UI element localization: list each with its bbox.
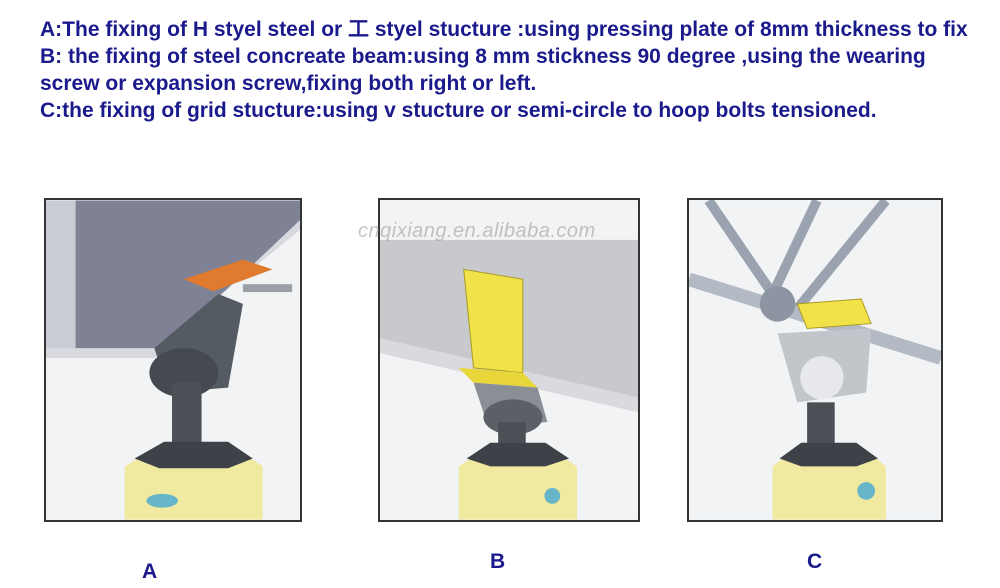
illustration-label-a: A: [142, 560, 158, 583]
illustration-b: [378, 198, 640, 522]
watermark: cnqixiang.en.alibaba.com: [358, 220, 596, 242]
description-line-c: C:the fixing of grid stucture:using v st…: [40, 99, 877, 122]
illustration-c: [687, 198, 943, 522]
h-steel-fixing-illustration: [46, 200, 300, 520]
description-line-b: B: the fixing of steel concreate beam:us…: [40, 45, 926, 95]
description-text: A:The fixing of H styel steel or 工 styel…: [40, 16, 990, 124]
illustration-a: [44, 198, 302, 522]
illustration-label-c: C: [807, 550, 823, 573]
hoop-plate: [796, 298, 872, 330]
pressing-plate: [183, 259, 273, 292]
description-line-a: A:The fixing of H styel steel or 工 styel…: [40, 18, 968, 41]
grid-pipe: [704, 200, 777, 297]
concrete-beam-fixing-illustration: [380, 200, 638, 520]
grid-node: [759, 286, 796, 322]
illustration-label-b: B: [490, 550, 506, 573]
angle-plate: [463, 268, 524, 374]
grid-structure-fixing-illustration: [689, 200, 941, 520]
